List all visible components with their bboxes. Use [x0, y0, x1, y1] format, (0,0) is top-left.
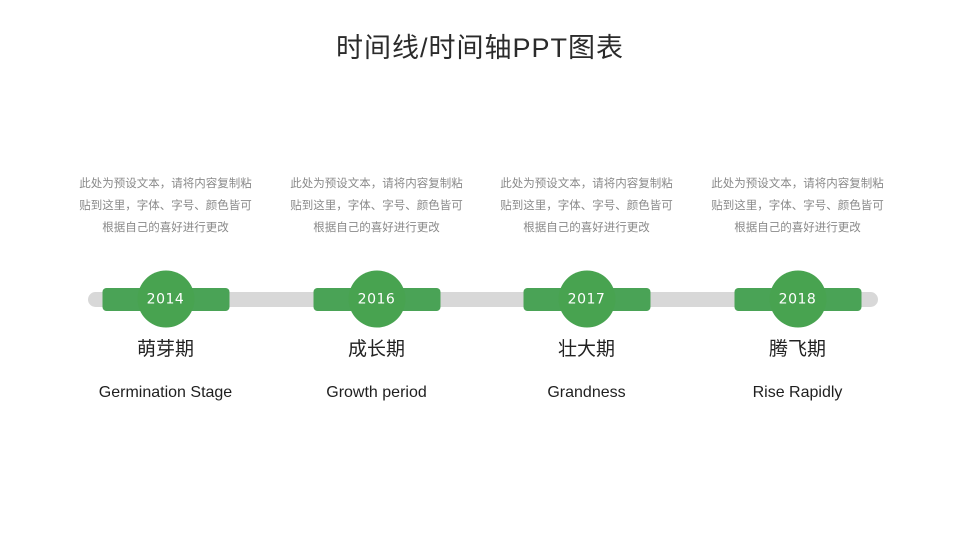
- timeline-node-title-cn: 壮大期: [557, 339, 615, 360]
- timeline-node-description: 此处为预设文本，请将内容复制粘贴到这里，字体、字号、颜色皆可根据自己的喜好进行更…: [711, 176, 884, 234]
- timeline-node-description: 此处为预设文本，请将内容复制粘贴到这里，字体、字号、颜色皆可根据自己的喜好进行更…: [290, 176, 463, 234]
- timeline-node-title-cn: 腾飞期: [768, 339, 826, 360]
- timeline-node-title-cn: 成长期: [347, 339, 405, 360]
- timeline-node-year: 2018: [778, 291, 817, 307]
- timeline-node[interactable]: 此处为预设文本，请将内容复制粘贴到这里，字体、字号、颜色皆可根据自己的喜好进行更…: [481, 0, 692, 540]
- timeline-node-description: 此处为预设文本，请将内容复制粘贴到这里，字体、字号、颜色皆可根据自己的喜好进行更…: [79, 176, 252, 234]
- timeline-node[interactable]: 此处为预设文本，请将内容复制粘贴到这里，字体、字号、颜色皆可根据自己的喜好进行更…: [60, 0, 271, 540]
- timeline-node-title-en: Grandness: [547, 384, 626, 401]
- timeline-node-description: 此处为预设文本，请将内容复制粘贴到这里，字体、字号、颜色皆可根据自己的喜好进行更…: [500, 176, 673, 234]
- timeline-track: [88, 292, 878, 307]
- timeline-node-title-cn: 萌芽期: [136, 339, 194, 360]
- timeline-node-title-en: Germination Stage: [98, 384, 233, 401]
- timeline-node-marker[interactable]: 2016: [348, 270, 405, 328]
- timeline-node-year: 2016: [357, 291, 396, 307]
- timeline-node-marker[interactable]: 2014: [137, 270, 194, 328]
- timeline-node[interactable]: 此处为预设文本，请将内容复制粘贴到这里，字体、字号、颜色皆可根据自己的喜好进行更…: [271, 0, 482, 540]
- timeline-node-year: 2017: [567, 291, 606, 307]
- timeline-node-marker[interactable]: 2018: [769, 270, 826, 328]
- timeline-node-year: 2014: [146, 291, 185, 307]
- timeline-node-title-en: Growth period: [326, 384, 427, 401]
- timeline-node-marker[interactable]: 2017: [558, 270, 615, 328]
- timeline-node-title-en: Rise Rapidly: [752, 384, 843, 401]
- page-title: 时间线/时间轴PPT图表: [335, 33, 624, 63]
- timeline-node[interactable]: 此处为预设文本，请将内容复制粘贴到这里，字体、字号、颜色皆可根据自己的喜好进行更…: [692, 0, 903, 540]
